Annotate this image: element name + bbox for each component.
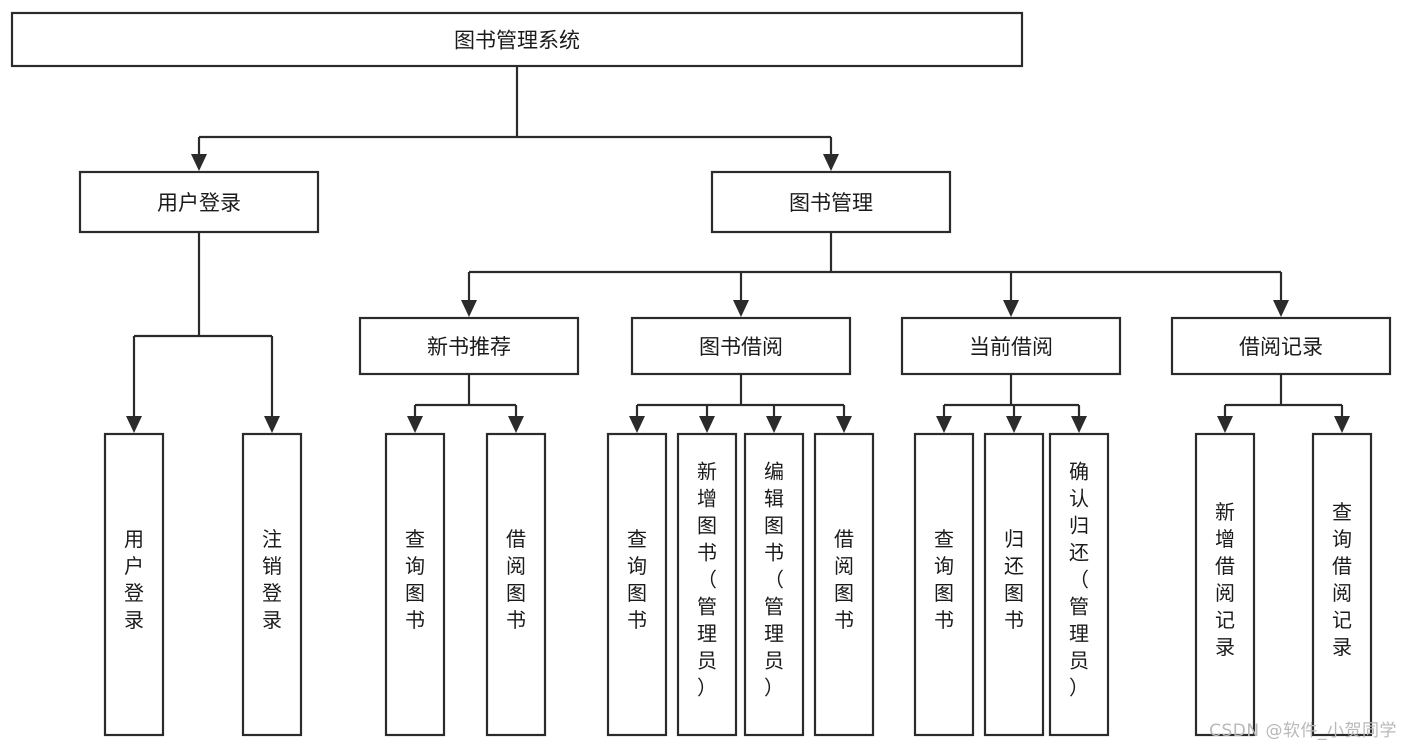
- node-user-login[interactable]: 用户登录: [78, 170, 320, 234]
- connector-layer: [126, 66, 1350, 433]
- node-leaf-logout-login[interactable]: 注销登录: [241, 432, 303, 737]
- node-label: 借阅图书: [834, 527, 854, 632]
- node-label: 归还图书: [1004, 527, 1024, 632]
- node-box[interactable]: [606, 432, 668, 737]
- node-label: 用户登录: [157, 191, 241, 215]
- node-label: 新书推荐: [427, 335, 511, 359]
- connector-borrowrecord-to-leaves: [1217, 374, 1350, 433]
- node-box[interactable]: [10, 11, 1024, 68]
- arrow-head-icon: [936, 416, 952, 433]
- node-label: 注销登录: [262, 527, 282, 632]
- node-root[interactable]: 图书管理系统: [10, 11, 1024, 68]
- node-box[interactable]: [710, 170, 952, 234]
- node-box[interactable]: [913, 432, 975, 737]
- node-box[interactable]: [1048, 432, 1110, 737]
- connector-bookmanage-to-level2: [461, 232, 1289, 317]
- arrow-head-icon: [1217, 416, 1233, 433]
- node-box[interactable]: [103, 432, 165, 737]
- arrow-head-icon: [1334, 416, 1350, 433]
- node-box[interactable]: [983, 432, 1045, 737]
- node-borrow-record[interactable]: 借阅记录: [1170, 316, 1392, 376]
- node-leaf-add-book-admin[interactable]: 新增图书（管理员）: [676, 432, 738, 737]
- connector-bookborrow-to-leaves: [629, 374, 852, 433]
- arrow-head-icon: [407, 416, 423, 433]
- node-book-borrow[interactable]: 图书借阅: [630, 316, 852, 376]
- arrow-head-icon: [823, 154, 839, 171]
- node-book-manage[interactable]: 图书管理: [710, 170, 952, 234]
- arrow-head-icon: [191, 154, 207, 171]
- node-label: 查询图书: [405, 527, 425, 632]
- node-box[interactable]: [78, 170, 320, 234]
- connector-currentborrow-to-leaves: [936, 374, 1087, 433]
- node-box[interactable]: [743, 432, 805, 737]
- node-leaf-return-book[interactable]: 归还图书: [983, 432, 1045, 737]
- node-label: 新增图书（管理员）: [697, 460, 717, 700]
- node-box[interactable]: [241, 432, 303, 737]
- node-leaf-borrow-book-2[interactable]: 借阅图书: [813, 432, 875, 737]
- node-leaf-query-book-3[interactable]: 查询图书: [913, 432, 975, 737]
- node-leaf-query-book-2[interactable]: 查询图书: [606, 432, 668, 737]
- node-leaf-user-login[interactable]: 用户登录: [103, 432, 165, 737]
- node-label: 确认归还（管理员）: [1069, 460, 1089, 700]
- arrow-head-icon: [1273, 300, 1289, 317]
- arrow-head-icon: [629, 416, 645, 433]
- connector-userlogin-to-leaves: [126, 232, 280, 433]
- arrow-head-icon: [1006, 416, 1022, 433]
- node-leaf-confirm-return-admin[interactable]: 确认归还（管理员）: [1048, 432, 1110, 737]
- node-box[interactable]: [900, 316, 1122, 376]
- node-label: 图书借阅: [699, 335, 783, 359]
- node-box[interactable]: [358, 316, 580, 376]
- arrow-head-icon: [733, 300, 749, 317]
- node-label: 当前借阅: [969, 335, 1053, 359]
- arrow-head-icon: [699, 416, 715, 433]
- node-box[interactable]: [384, 432, 446, 737]
- connector-root-to-level1: [191, 66, 839, 171]
- arrow-head-icon: [766, 416, 782, 433]
- arrow-head-icon: [1003, 300, 1019, 317]
- node-leaf-query-book-1[interactable]: 查询图书: [384, 432, 446, 737]
- connector-newbook-to-leaves: [407, 374, 524, 433]
- node-box[interactable]: [630, 316, 852, 376]
- node-label: 借阅记录: [1239, 335, 1323, 359]
- arrow-head-icon: [1071, 416, 1087, 433]
- node-label: 图书管理系统: [454, 29, 580, 53]
- node-label: 编辑图书（管理员）: [764, 460, 784, 700]
- node-box[interactable]: [1170, 316, 1392, 376]
- node-box[interactable]: [1311, 432, 1373, 737]
- node-label: 图书管理: [789, 191, 873, 215]
- node-label: 用户登录: [124, 527, 144, 632]
- arrow-head-icon: [461, 300, 477, 317]
- node-box[interactable]: [1194, 432, 1256, 737]
- node-label: 新增借阅记录: [1215, 500, 1235, 659]
- node-label: 查询图书: [934, 527, 954, 632]
- watermark-text: CSDN @软件_小贺同学: [1209, 721, 1397, 741]
- node-leaf-borrow-book-1[interactable]: 借阅图书: [485, 432, 547, 737]
- node-leaf-edit-book-admin[interactable]: 编辑图书（管理员）: [743, 432, 805, 737]
- arrow-head-icon: [126, 416, 142, 433]
- node-leaf-query-borrow-record[interactable]: 查询借阅记录: [1311, 432, 1373, 737]
- node-label: 查询借阅记录: [1332, 500, 1352, 659]
- node-new-book-recommend[interactable]: 新书推荐: [358, 316, 580, 376]
- node-layer: 图书管理系统用户登录图书管理新书推荐图书借阅当前借阅借阅记录用户登录注销登录查询…: [10, 11, 1392, 737]
- arrow-head-icon: [836, 416, 852, 433]
- node-leaf-add-borrow-record[interactable]: 新增借阅记录: [1194, 432, 1256, 737]
- arrow-head-icon: [508, 416, 524, 433]
- arrow-head-icon: [264, 416, 280, 433]
- node-box[interactable]: [813, 432, 875, 737]
- node-current-borrow[interactable]: 当前借阅: [900, 316, 1122, 376]
- node-box[interactable]: [676, 432, 738, 737]
- node-box[interactable]: [485, 432, 547, 737]
- node-label: 查询图书: [627, 527, 647, 632]
- node-label: 借阅图书: [506, 527, 526, 632]
